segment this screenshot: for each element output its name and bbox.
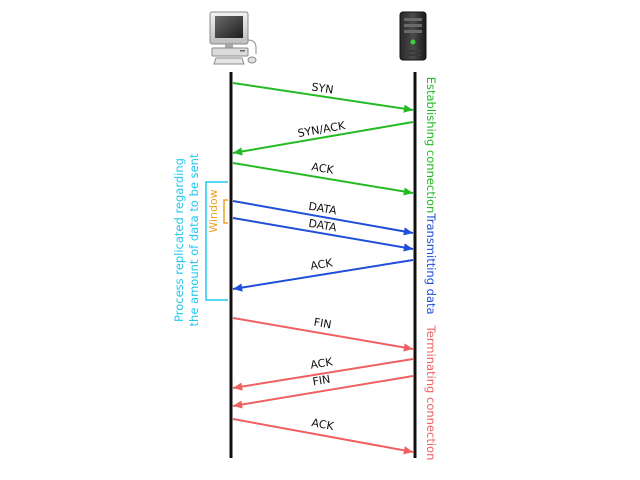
phase-label-establishing: Establishing connection [424, 77, 438, 214]
arrowhead-icon [233, 400, 243, 409]
message-arrow-line [232, 375, 414, 407]
window-bracket [223, 199, 228, 224]
arrowhead-icon [403, 446, 413, 455]
message-label: FIN [312, 373, 332, 389]
message-arrow-line [232, 358, 414, 389]
arrowhead-icon [403, 227, 413, 236]
process-label-line2: the amount of data to be sent [187, 153, 201, 326]
message-arrow-line [232, 259, 414, 290]
message-label: FIN [313, 316, 333, 332]
arrowhead-icon [233, 147, 243, 156]
message-label: ACK [311, 416, 336, 433]
message-arrow-line [232, 317, 414, 350]
server-tower-icon [399, 11, 427, 61]
message-8: ACK [232, 355, 414, 391]
arrowhead-icon [403, 104, 413, 113]
message-label: ACK [311, 160, 336, 177]
message-4: DATA [232, 200, 414, 236]
message-arrow-line [232, 82, 414, 111]
arrowhead-icon [403, 343, 413, 352]
message-label: DATA [308, 200, 339, 218]
message-3: ACK [232, 160, 414, 196]
message-7: FIN [232, 316, 414, 352]
message-6: ACK [232, 256, 414, 292]
message-5: DATA [232, 217, 414, 252]
arrowhead-icon [233, 283, 243, 292]
message-arrow-line [232, 418, 414, 453]
message-label: SYN [311, 80, 335, 96]
desktop-computer-icon [209, 11, 257, 65]
message-2: SYN/ACK [232, 119, 414, 156]
message-arrow-line [232, 200, 414, 234]
message-arrow-line [232, 162, 414, 194]
message-label: ACK [309, 355, 334, 372]
phase-label-terminating: Terminating connection [424, 325, 438, 461]
window-label: Window [207, 189, 220, 232]
phase-label-transmitting: Transmitting data [424, 212, 438, 314]
process-label-line1: Process replicated regarding [172, 158, 186, 322]
message-arrow-line [232, 121, 414, 154]
arrowhead-icon [403, 187, 413, 196]
message-9: FIN [232, 373, 414, 409]
message-label: ACK [309, 256, 334, 273]
message-10: ACK [232, 416, 414, 455]
message-label: DATA [308, 217, 339, 235]
process-bracket [205, 181, 228, 301]
arrowhead-icon [403, 243, 413, 252]
arrowhead-icon [233, 382, 243, 391]
message-1: SYN [232, 80, 414, 113]
message-arrow-line [232, 217, 414, 250]
